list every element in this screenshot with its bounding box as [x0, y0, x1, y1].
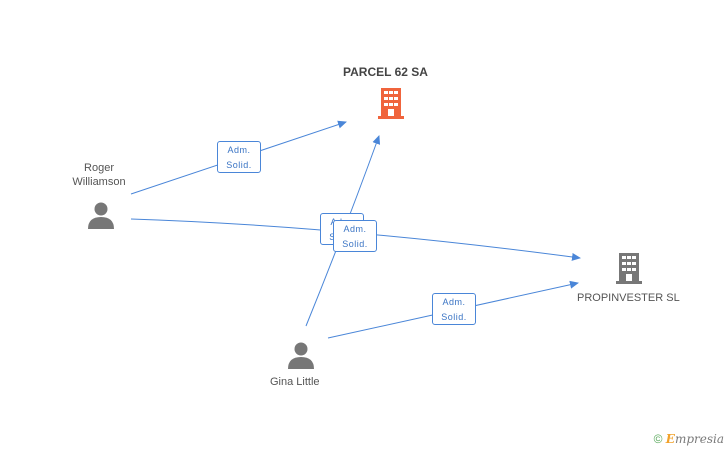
person-name-roger[interactable]: Roger Williamson — [64, 161, 134, 189]
person-name-roger-line1: Roger — [84, 162, 114, 174]
building-icon[interactable] — [376, 86, 406, 120]
empresia-logo: Empresia — [665, 432, 724, 446]
relation-line1: Adm. — [227, 145, 251, 155]
person-icon[interactable] — [86, 200, 116, 230]
copyright-symbol: © — [653, 432, 663, 446]
person-name-roger-line2: Williamson — [72, 176, 126, 188]
relation-line2: Solid. — [226, 160, 252, 170]
relation-badge-roger-parcel[interactable]: Adm. Solid. — [217, 141, 261, 173]
company-name-propinvester[interactable]: PROPINVESTER SL — [577, 292, 680, 304]
relation-line2: Solid. — [441, 312, 467, 322]
relation-badge-gina-propinvester[interactable]: Adm. Solid. — [432, 293, 476, 325]
company-name-parcel[interactable]: PARCEL 62 SA — [343, 65, 428, 79]
relation-badge-gina-parcel[interactable]: Adm. Solid. — [333, 220, 377, 252]
relation-line1: Adm. — [442, 297, 466, 307]
building-icon[interactable] — [614, 251, 644, 285]
person-icon[interactable] — [286, 340, 316, 370]
empresia-watermark: © Empresia — [654, 432, 724, 446]
relation-line1: Adm. — [343, 224, 367, 234]
person-name-gina[interactable]: Gina Little — [270, 376, 320, 388]
relation-line2: Solid. — [342, 239, 368, 249]
